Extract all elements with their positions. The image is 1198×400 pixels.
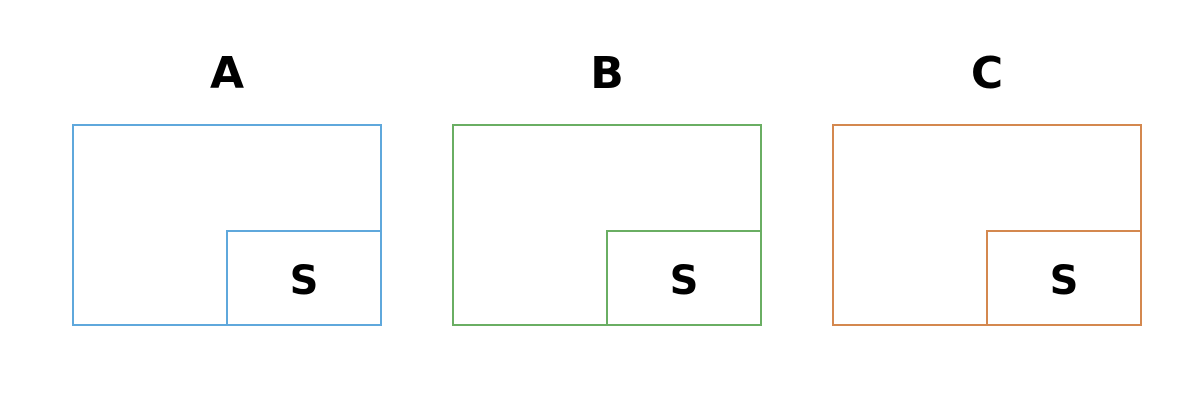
outer-rectangle-a: S bbox=[72, 124, 382, 326]
panel-b: B S bbox=[452, 0, 772, 400]
outer-rectangle-b: S bbox=[452, 124, 762, 326]
panel-c: C S bbox=[832, 0, 1152, 400]
panel-title-a: A bbox=[209, 48, 245, 99]
inner-label-c: S bbox=[1049, 258, 1079, 304]
panel-a: A S bbox=[72, 0, 392, 400]
panel-title-b: B bbox=[590, 48, 624, 99]
inner-label-a: S bbox=[289, 258, 319, 304]
inner-label-b: S bbox=[669, 258, 699, 304]
panel-title-c: C bbox=[970, 48, 1004, 99]
outer-rectangle-c: S bbox=[832, 124, 1142, 326]
inner-rectangle-a: S bbox=[226, 230, 380, 324]
inner-rectangle-c: S bbox=[986, 230, 1140, 324]
inner-rectangle-b: S bbox=[606, 230, 760, 324]
